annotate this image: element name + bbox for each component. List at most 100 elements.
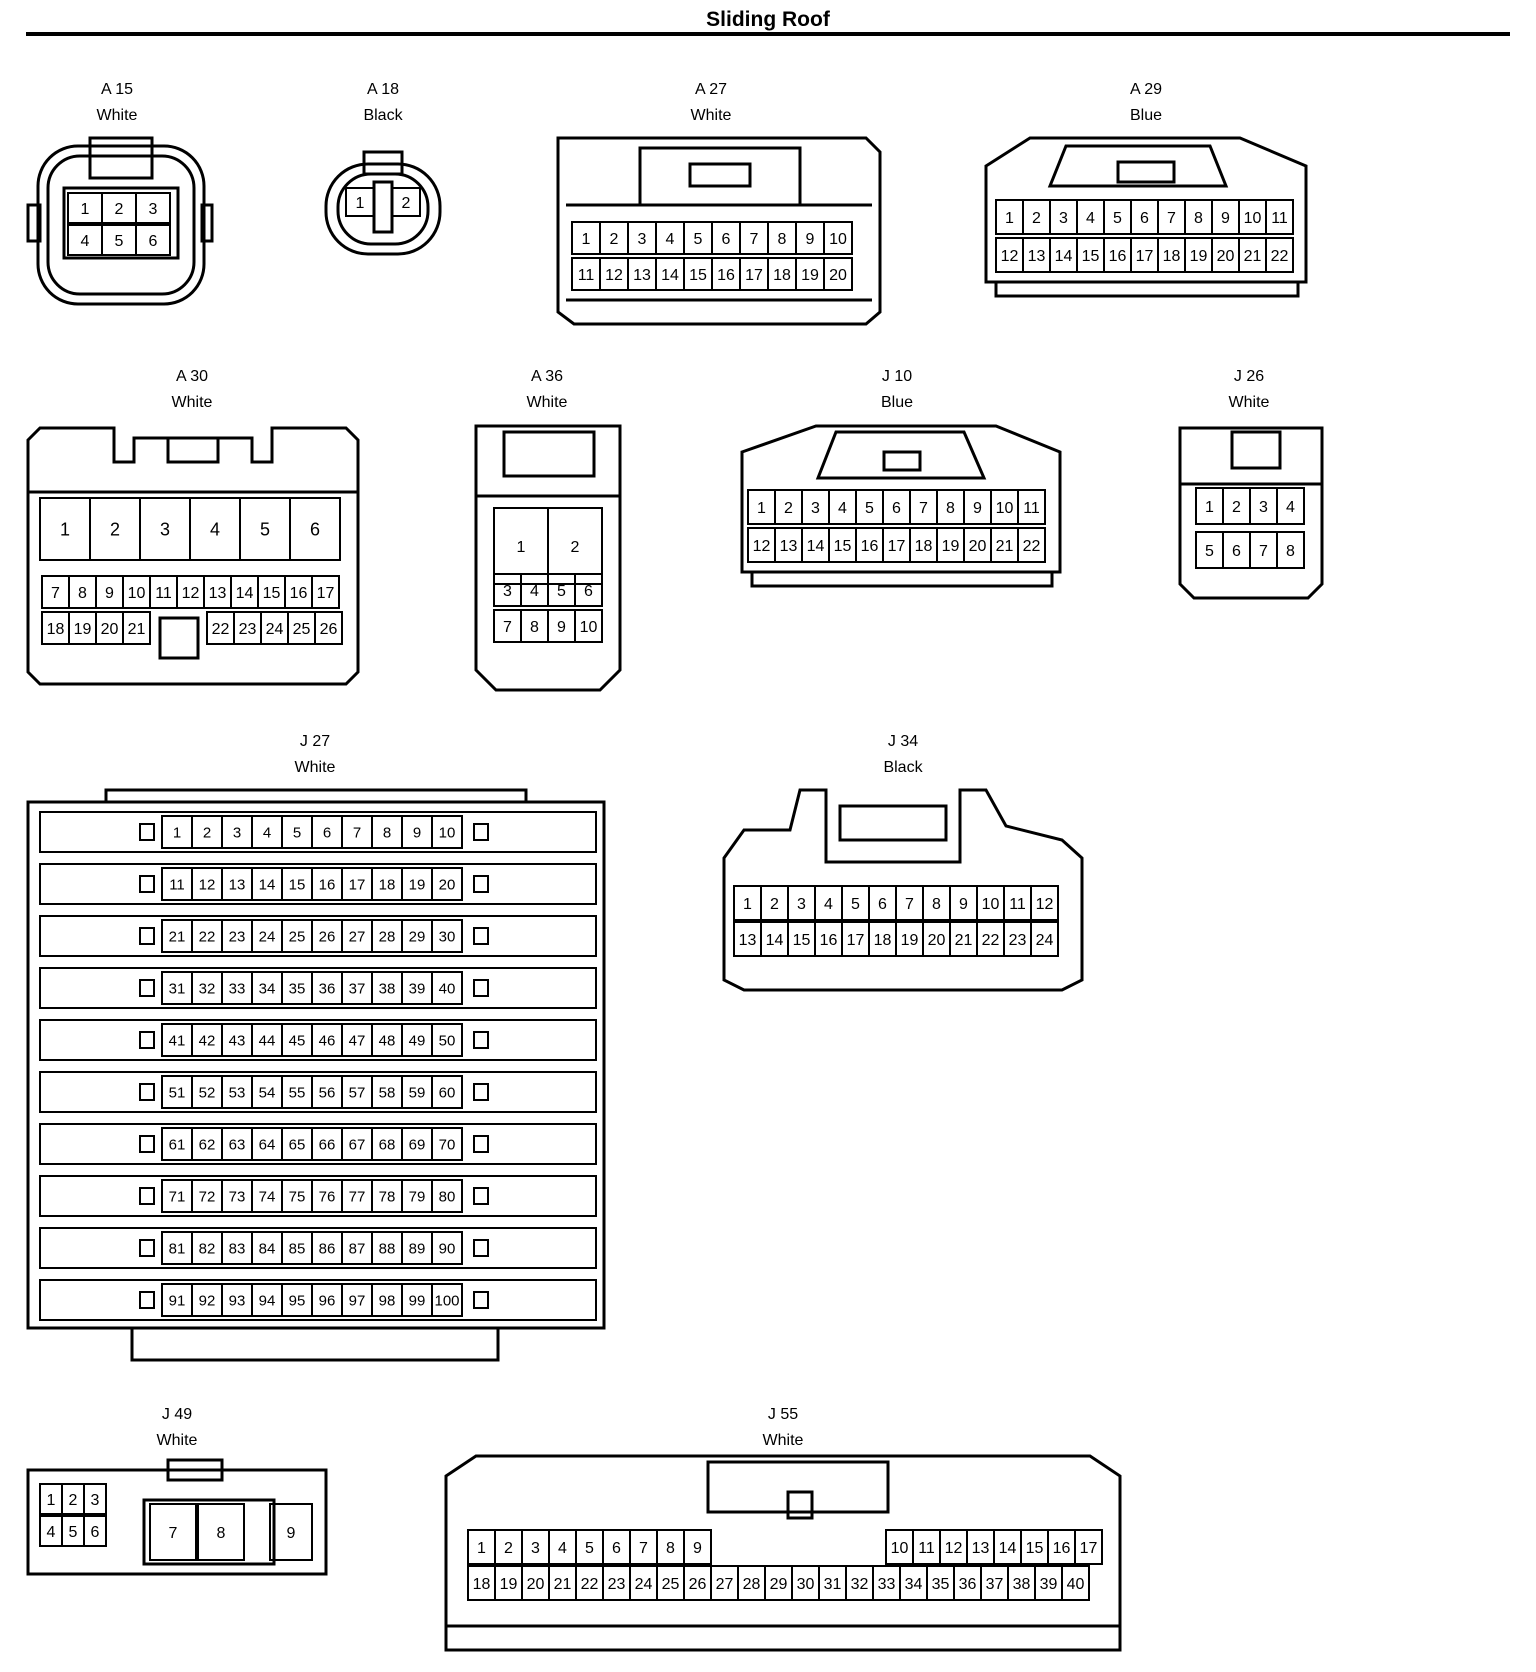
j55-lock: [786, 1490, 814, 1520]
pin-number: 54: [259, 1084, 276, 1101]
pin-number: 24: [259, 928, 276, 945]
connector-id: A 18: [366, 81, 400, 98]
connector-color: White: [294, 759, 336, 776]
latch-slot: [473, 927, 489, 945]
j49-inner-frame: [142, 1498, 276, 1566]
pin-number: 29: [770, 1576, 788, 1593]
pin-number: 20: [928, 932, 946, 949]
latch-slot: [39, 863, 597, 905]
a27-lock: [688, 162, 752, 188]
pin-number: 13: [209, 585, 227, 602]
pin-number: 5: [557, 583, 566, 600]
pin-number: 18: [379, 876, 396, 893]
pin-number: 2: [402, 195, 411, 212]
pin-number: 9: [557, 619, 566, 636]
pin-number: 2: [1232, 499, 1241, 516]
pin-number: 13: [780, 538, 798, 555]
pin-number: 5: [865, 500, 874, 517]
pin-number: 20: [439, 876, 456, 893]
pin-number: 3: [1059, 210, 1068, 227]
pin-number: 22: [199, 928, 216, 945]
pin-number: 62: [199, 1136, 216, 1153]
pin-number: 98: [379, 1292, 396, 1309]
connector-color: White: [1228, 394, 1270, 411]
pin-number: 7: [51, 585, 60, 602]
latch-slot: [473, 1187, 489, 1205]
j55-lock-frame: [706, 1460, 890, 1514]
latch-slot: [473, 875, 489, 893]
pin-number: 12: [753, 538, 771, 555]
a36-housing: [474, 424, 622, 692]
connector-id: A 27: [694, 81, 728, 98]
pin-number: 38: [1013, 1576, 1031, 1593]
pin-number: 10: [580, 619, 598, 636]
j27-top-strip: [104, 788, 528, 804]
pin-number: 9: [413, 824, 421, 841]
pin-cavity: [83, 1515, 107, 1547]
pin-number: 3: [91, 1492, 100, 1509]
pin-number: 12: [945, 1540, 963, 1557]
pin-number: 45: [289, 1032, 306, 1049]
pin-cavity: [83, 1483, 107, 1515]
connector-color: Blue: [1129, 107, 1163, 124]
connector-color: White: [96, 107, 138, 124]
connector-j26-label: J 26 White: [1169, 367, 1329, 413]
pin-number: 15: [793, 932, 811, 949]
latch-slot: [39, 1071, 597, 1113]
pin-number: 13: [972, 1540, 990, 1557]
pin-number: 6: [892, 500, 901, 517]
pin-number: 1: [757, 500, 766, 517]
pin-number: 12: [605, 267, 623, 284]
pin-number: 100: [434, 1292, 459, 1309]
pin-number: 23: [239, 621, 257, 638]
pin-number: 20: [527, 1576, 545, 1593]
pin-number: 2: [770, 896, 779, 913]
latch-slot: [473, 1239, 489, 1257]
a30-key: [158, 616, 200, 660]
a15-lock: [88, 136, 154, 180]
pin-cavity: [345, 187, 375, 217]
pin-number: 47: [349, 1032, 366, 1049]
pin-number: 9: [287, 1525, 296, 1542]
pin-number: 32: [199, 980, 216, 997]
pin-number: 26: [689, 1576, 707, 1593]
pin-number: 26: [320, 621, 338, 638]
pin-number: 5: [115, 233, 124, 250]
pin-number: 1: [356, 195, 365, 212]
pin-number: 2: [610, 231, 619, 248]
pin-number: 8: [217, 1525, 226, 1542]
pin-number: 11: [1023, 500, 1040, 517]
pin-number: 95: [289, 1292, 306, 1309]
pin-number: 13: [229, 876, 246, 893]
pin-cavity: [431, 1075, 463, 1109]
pin-number: 21: [554, 1576, 572, 1593]
pin-number: 6: [612, 1540, 621, 1557]
pin-number: 1: [1005, 210, 1014, 227]
pin-number: 1: [60, 519, 70, 539]
pin-number: 10: [891, 1540, 909, 1557]
latch-slot: [139, 1135, 155, 1153]
pin-number: 21: [128, 621, 146, 638]
pin-number: 2: [69, 1492, 78, 1509]
pin-number: 4: [1286, 499, 1295, 516]
pin-number: 3: [149, 201, 158, 218]
pin-number: 22: [1271, 248, 1289, 265]
pin-number: 4: [530, 583, 539, 600]
pin-number: 5: [694, 231, 703, 248]
pin-number: 32: [851, 1576, 869, 1593]
pin-number: 3: [160, 519, 170, 539]
connector-color: White: [690, 107, 732, 124]
pin-number: 63: [229, 1136, 246, 1153]
pin-number: 9: [973, 500, 982, 517]
pin-number: 51: [169, 1084, 186, 1101]
pin-number: 21: [955, 932, 973, 949]
pin-number: 13: [739, 932, 757, 949]
pin-number: 93: [229, 1292, 246, 1309]
pin-number: 3: [638, 231, 647, 248]
a30-housing: [26, 426, 360, 686]
latch-slot: [39, 811, 597, 853]
pin-number: 23: [608, 1576, 626, 1593]
pin-number: 24: [1036, 932, 1054, 949]
pin-number: 36: [319, 980, 336, 997]
pin-cavity: [431, 1023, 463, 1057]
